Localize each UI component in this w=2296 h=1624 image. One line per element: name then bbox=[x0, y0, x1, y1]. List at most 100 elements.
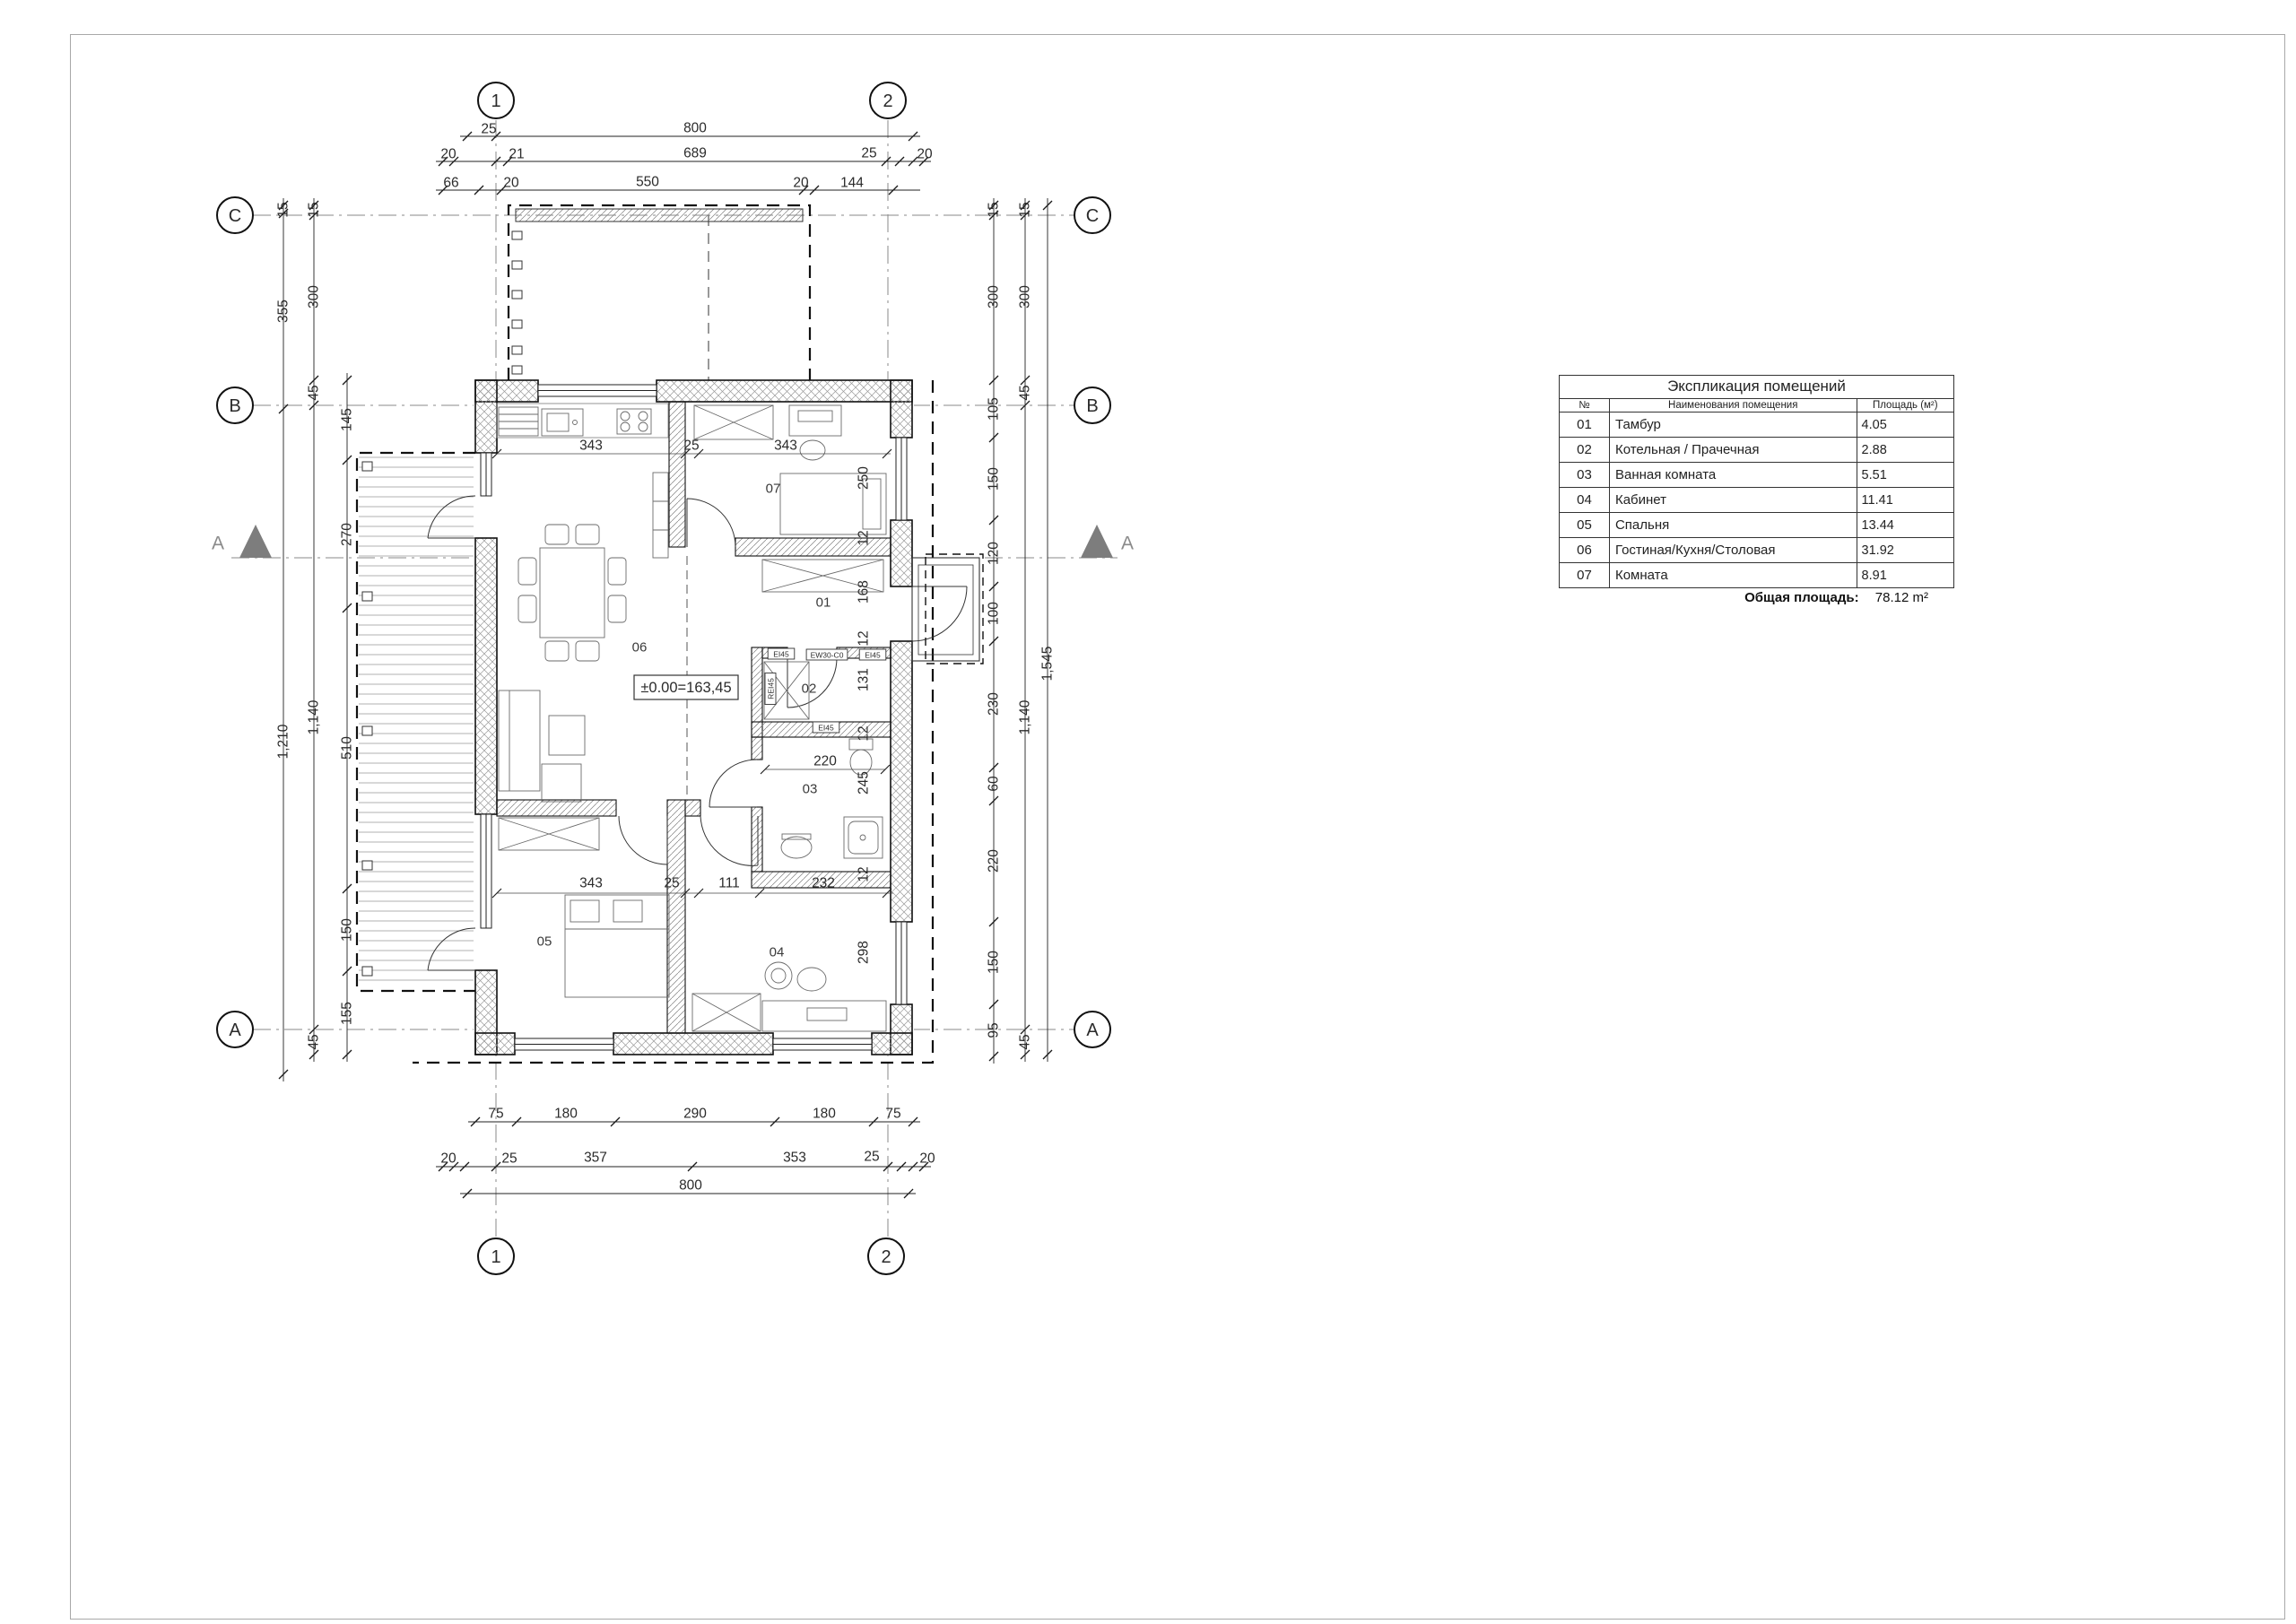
total-area-label: Общая площадь: bbox=[1744, 590, 1859, 605]
dim-label: 245 bbox=[857, 771, 872, 795]
dim-label: 150 bbox=[987, 951, 1002, 974]
room-label: 05 bbox=[537, 934, 552, 950]
dim-label: 15 bbox=[276, 202, 291, 217]
dim-label: 75 bbox=[885, 1107, 900, 1122]
wardrobe bbox=[498, 817, 600, 851]
shower bbox=[843, 816, 883, 859]
grid-bubble bbox=[216, 196, 254, 234]
section-label: A bbox=[1121, 534, 1134, 554]
dim-label: 230 bbox=[987, 692, 1002, 716]
section-arrow bbox=[239, 525, 272, 558]
dim-label: 800 bbox=[683, 121, 707, 136]
bed-05 bbox=[564, 894, 670, 998]
plant bbox=[764, 961, 793, 990]
coffee-table bbox=[548, 715, 586, 756]
fire-tag: EI45 bbox=[812, 721, 840, 734]
grid-bubble bbox=[216, 1011, 254, 1048]
chair-07 bbox=[799, 439, 826, 461]
grid-bubble-label: B bbox=[1086, 396, 1098, 416]
table-cell: 2.88 bbox=[1856, 437, 1955, 463]
grid-bubble bbox=[477, 1238, 515, 1275]
door-deck-living bbox=[427, 495, 476, 539]
dim-label: 25 bbox=[501, 1151, 517, 1167]
dim-label: 15 bbox=[987, 202, 1002, 217]
table-cell: Кабинет bbox=[1608, 487, 1857, 513]
stove bbox=[616, 408, 652, 435]
dim-label: 144 bbox=[840, 176, 864, 191]
dim-label: 20 bbox=[793, 176, 809, 191]
grid-bubble bbox=[216, 386, 254, 424]
windows bbox=[480, 384, 908, 1051]
section-arrow bbox=[1081, 525, 1113, 558]
dim-label: 180 bbox=[813, 1107, 836, 1122]
entrance-porch bbox=[911, 553, 984, 664]
deck-terrace bbox=[359, 456, 474, 981]
sink bbox=[780, 836, 813, 859]
door-room05 bbox=[618, 815, 668, 865]
table-cell: 05 bbox=[1559, 512, 1610, 538]
door-room04 bbox=[700, 815, 759, 866]
dim-label: 45 bbox=[307, 1034, 322, 1049]
dim-label: 25 bbox=[861, 146, 876, 161]
dim-label: 357 bbox=[584, 1151, 607, 1166]
dim-label: 120 bbox=[987, 542, 1002, 565]
room-label: 03 bbox=[803, 782, 818, 797]
dim-label: 220 bbox=[987, 849, 1002, 873]
kitchen-counter bbox=[496, 403, 669, 439]
elevation-mark-box bbox=[633, 674, 739, 700]
dim-label: 20 bbox=[917, 147, 933, 162]
wardrobe bbox=[693, 404, 774, 440]
chair bbox=[517, 557, 537, 586]
dim-label: 300 bbox=[307, 285, 322, 308]
total-area-value: 78.12 m² bbox=[1874, 590, 1928, 605]
dining-table bbox=[539, 547, 605, 638]
dimension-lines bbox=[278, 131, 1053, 1199]
bed-07 bbox=[779, 473, 887, 535]
dim-label: 20 bbox=[503, 176, 519, 191]
door-room03 bbox=[709, 759, 758, 808]
dim-label: 12 bbox=[857, 866, 872, 881]
dim-label: 355 bbox=[276, 300, 291, 323]
toilet bbox=[849, 749, 873, 776]
dim-label: 1,140 bbox=[307, 699, 322, 734]
deck-post bbox=[361, 860, 373, 871]
dim-label: 155 bbox=[340, 1002, 355, 1025]
dim-label: 150 bbox=[987, 467, 1002, 491]
chair bbox=[544, 524, 570, 545]
col-name: Наименования помещения bbox=[1608, 398, 1857, 413]
desk-07 bbox=[788, 404, 842, 437]
door-room07 bbox=[686, 498, 736, 548]
table-cell: Комната bbox=[1608, 562, 1857, 588]
chair bbox=[544, 640, 570, 662]
door-room02 bbox=[787, 657, 838, 708]
fire-tag: EI45 bbox=[767, 647, 796, 660]
table-cell: 02 bbox=[1559, 437, 1610, 463]
grid-bubble-label: 2 bbox=[881, 1247, 891, 1267]
grid-bubble bbox=[869, 82, 907, 119]
dim-label: 298 bbox=[857, 941, 872, 964]
dim-label: 1,210 bbox=[276, 724, 291, 759]
dim-label: 12 bbox=[857, 630, 872, 646]
fire-tag-label: REI45 bbox=[767, 678, 776, 699]
table-cell: 03 bbox=[1559, 462, 1610, 488]
dim-label: 145 bbox=[340, 408, 355, 431]
fire-tag-label: EI45 bbox=[773, 650, 789, 659]
kitchen-sink bbox=[541, 408, 584, 437]
deck-post bbox=[361, 966, 373, 977]
elevation-label: ±0.00=163,45 bbox=[640, 680, 731, 696]
col-number: № bbox=[1559, 398, 1610, 413]
dim-label: 290 bbox=[683, 1107, 707, 1122]
dim-label: 12 bbox=[857, 530, 872, 545]
dim-label: 15 bbox=[307, 202, 322, 217]
grid-bubble bbox=[477, 82, 515, 119]
table-cell: 01 bbox=[1559, 412, 1610, 438]
dim-label: 20 bbox=[440, 1151, 457, 1167]
room-label: 02 bbox=[802, 682, 817, 697]
